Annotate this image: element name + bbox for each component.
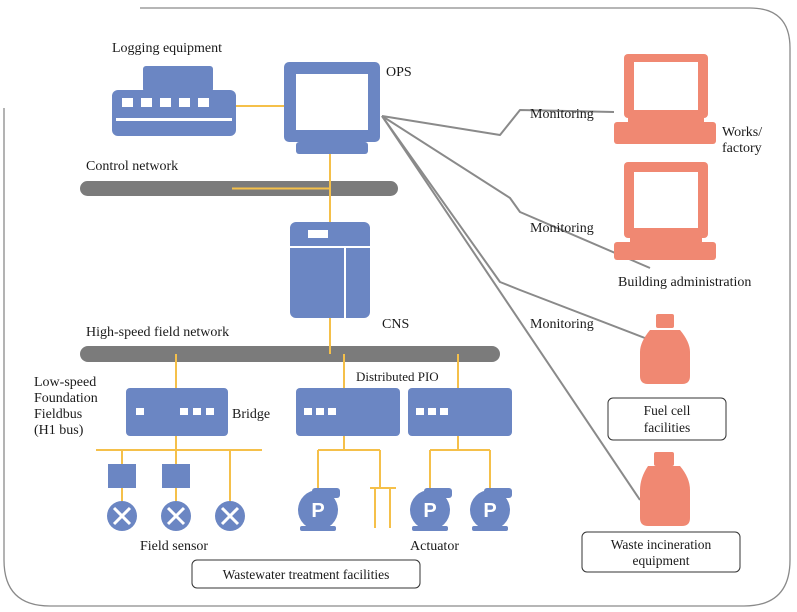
sensor-cross-icon <box>161 501 191 531</box>
low-speed-label-line2: Foundation <box>34 391 98 406</box>
pump-icon <box>298 488 340 531</box>
monitoring-label-3: Monitoring <box>530 317 594 332</box>
pump-label: P <box>483 500 496 522</box>
logging-equipment-label: Logging equipment <box>112 41 222 56</box>
waste-caption-line2: equipment <box>633 553 690 568</box>
building-admin-label: Building administration <box>618 275 751 290</box>
wastewater-caption-box <box>191 559 421 589</box>
printer-icon <box>112 66 236 136</box>
low-speed-label-line3: Fieldbus <box>34 407 82 422</box>
sensor-cross-icon <box>215 501 245 531</box>
works-label-line1: Works/ <box>722 125 762 140</box>
computer-icon <box>614 54 716 144</box>
distributed-pio-box-1 <box>296 388 400 436</box>
field-sensor-label: Field sensor <box>140 539 208 554</box>
pump-label: P <box>311 500 324 522</box>
monitoring-lines <box>381 109 651 501</box>
server-tower-icon <box>290 222 370 318</box>
cns-label: CNS <box>382 317 409 332</box>
high-speed-network-label: High-speed field network <box>86 325 229 340</box>
low-speed-label-line4: (H1 bus) <box>34 423 84 438</box>
waste-caption-line1: Waste incineration <box>611 537 712 552</box>
wastewater-caption: Wastewater treatment facilities <box>223 567 390 582</box>
sensor-cross-icon <box>107 501 137 531</box>
monitoring-label-1: Monitoring <box>530 107 594 122</box>
distributed-pio-box-2 <box>408 388 512 436</box>
pump-label: P <box>423 500 436 522</box>
control-network-label: Control network <box>86 159 178 174</box>
ops-label: OPS <box>386 65 412 80</box>
monitoring-label-2: Monitoring <box>530 221 594 236</box>
monitor-icon <box>284 62 380 154</box>
waste-incineration-caption-box <box>581 531 741 573</box>
tank-icon <box>640 314 690 384</box>
pump-icon <box>470 488 512 531</box>
computer-icon <box>614 162 716 260</box>
tank-icon <box>640 452 690 526</box>
fuel-cell-caption-line1: Fuel cell <box>644 403 691 418</box>
low-speed-label-line1: Low-speed <box>34 375 96 390</box>
sensor-transmitter-1 <box>108 464 136 488</box>
fuel-cell-caption-box <box>607 397 727 441</box>
bridge-label: Bridge <box>232 407 270 422</box>
distributed-pio-label: Distributed PIO <box>356 369 439 384</box>
diagram-border <box>3 7 791 607</box>
works-label-line2: factory <box>722 141 762 156</box>
pump-icon <box>410 488 452 531</box>
actuator-label: Actuator <box>410 539 459 554</box>
bridge-box <box>126 388 228 436</box>
connection-lines <box>96 105 491 528</box>
fuel-cell-caption-line2: facilities <box>644 420 690 435</box>
high-speed-network-bus <box>80 346 500 362</box>
sensor-transmitter-2 <box>162 464 190 488</box>
